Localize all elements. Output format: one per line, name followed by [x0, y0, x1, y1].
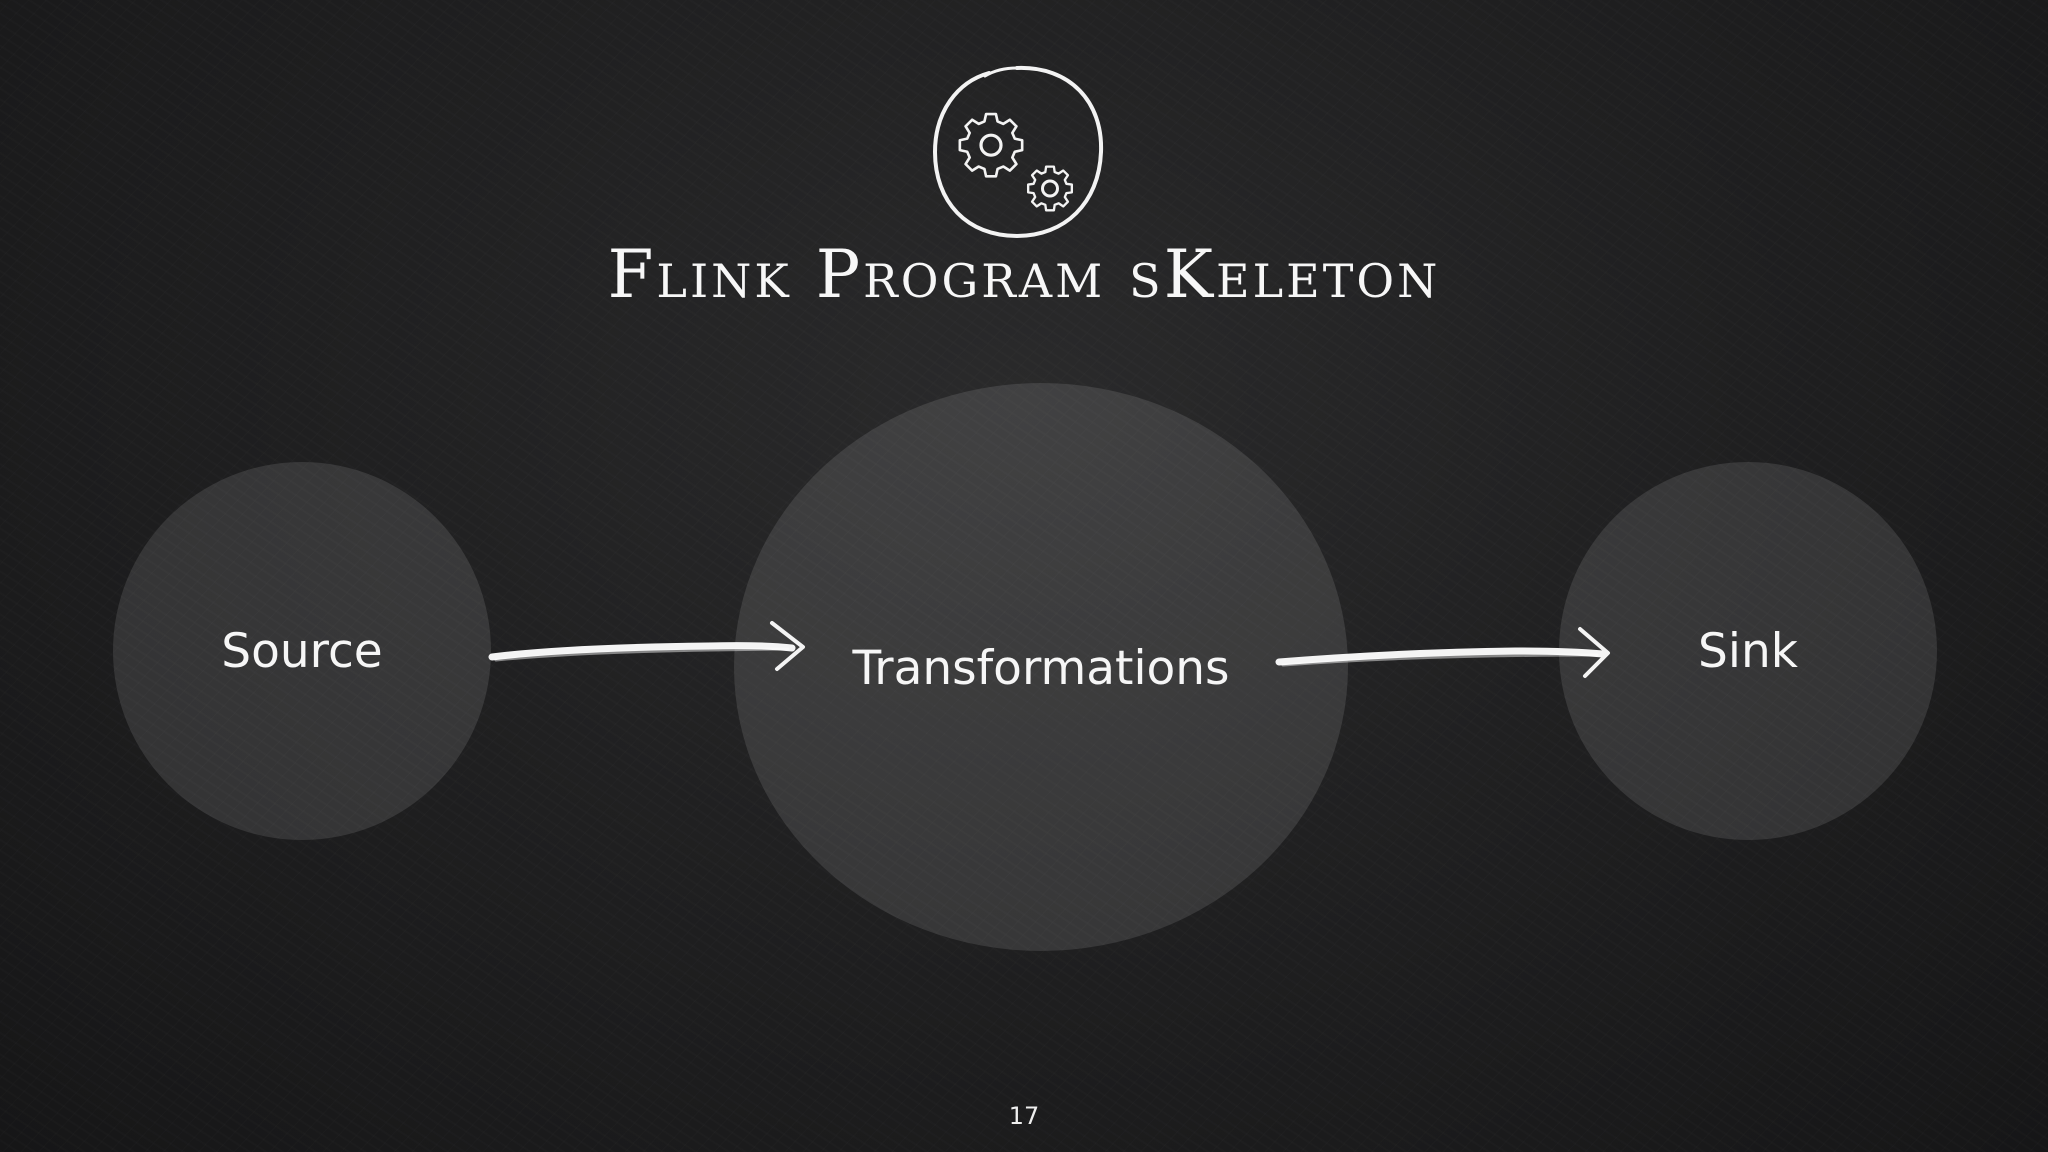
sink-label: Sink — [1698, 623, 1798, 679]
slide-title: Flink Program sKeleton — [607, 236, 1441, 313]
arrow-source-to-transformations — [488, 621, 805, 671]
source-label: Source — [221, 623, 383, 679]
sink-node: Sink — [1559, 462, 1937, 840]
transformations-label: Transformations — [852, 640, 1230, 696]
page-number: 17 — [1008, 1102, 1040, 1130]
arrow-transformations-to-sink — [1275, 627, 1610, 678]
transformations-node: Transformations — [734, 383, 1348, 951]
gears-icon — [932, 65, 1104, 239]
source-node: Source — [113, 462, 491, 840]
